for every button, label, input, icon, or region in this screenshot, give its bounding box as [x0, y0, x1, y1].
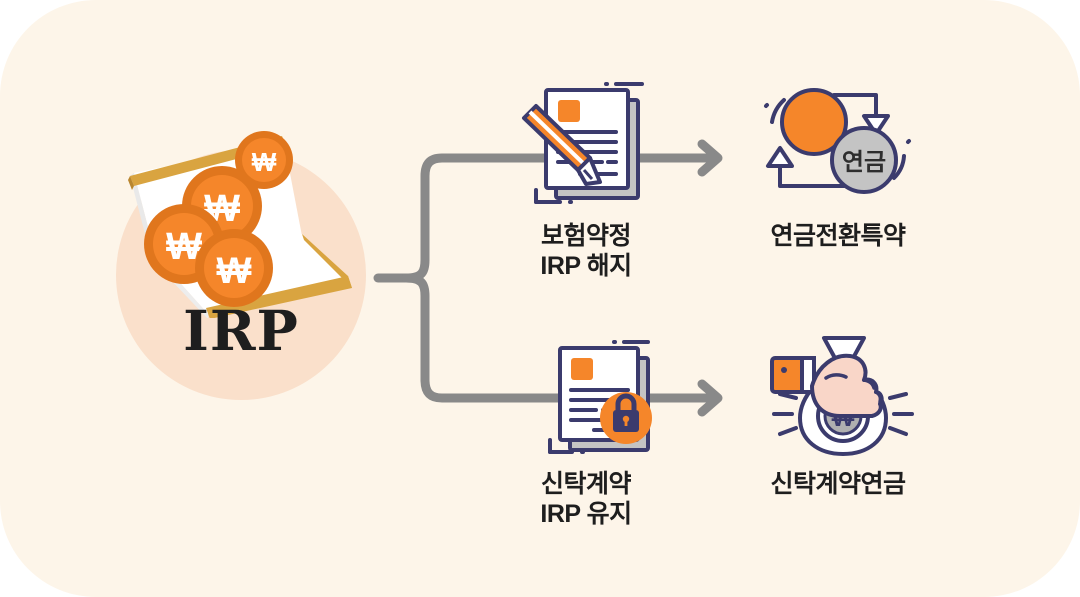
connector-bracket: [370, 120, 740, 420]
svg-text:₩: ₩: [252, 147, 277, 177]
source-node-irp: ₩ ₩ ₩ ₩: [116, 131, 366, 400]
result-label-trust: 신탁계약연금: [770, 470, 906, 498]
pension-conversion-cycle-icon: 연금: [758, 82, 918, 202]
svg-text:₩: ₩: [217, 250, 252, 291]
step-label-terminate: 보험약정 IRP 해지: [540, 222, 632, 280]
step-label-maintain: 신탁계약 IRP 유지: [540, 470, 632, 528]
result-label-conversion: 연금전환특약: [770, 222, 906, 250]
pension-badge-text: 연금: [842, 149, 886, 176]
hand-holding-money-bag-icon: ₩: [768, 330, 918, 460]
document-with-pen-icon: [518, 78, 654, 208]
document-with-lock-icon: [540, 336, 664, 458]
laptop-with-won-coins-icon: ₩ ₩ ₩ ₩: [112, 128, 372, 319]
page-title: IRP: [183, 298, 299, 363]
